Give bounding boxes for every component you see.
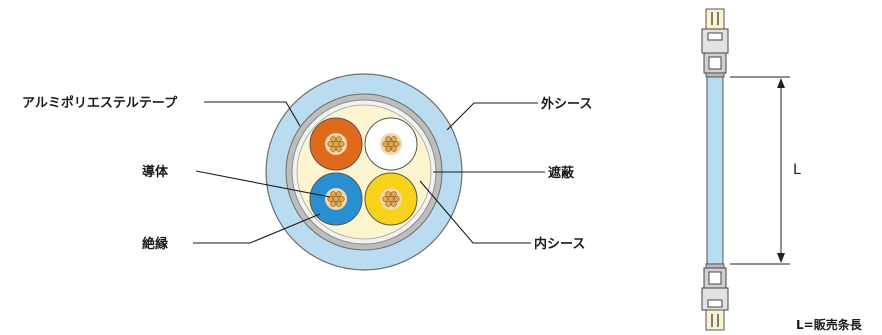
strand (382, 141, 389, 147)
strand (335, 145, 342, 152)
strand (390, 145, 397, 152)
leader-conductor (195, 170, 331, 198)
label-inner-sheath: 内シース (534, 236, 585, 252)
strand (330, 145, 337, 152)
strand (390, 200, 397, 207)
length-note: L=販売条長 (796, 317, 863, 332)
strand (385, 145, 392, 152)
conductor-strands (327, 136, 400, 207)
strand (388, 141, 394, 147)
strand (390, 136, 397, 143)
cable-cross-section-icon (265, 73, 463, 271)
strand (335, 200, 342, 207)
label-outer-sheath: 外シース (540, 96, 592, 112)
strand (338, 196, 345, 202)
strand (327, 196, 334, 202)
strand (393, 196, 400, 202)
length-label: L (793, 162, 801, 178)
strand (385, 200, 392, 207)
top-plug-pins (705, 8, 725, 30)
cable-body (706, 76, 724, 265)
strand (393, 141, 400, 147)
strand (385, 191, 392, 198)
label-shield: 遮蔽 (548, 165, 575, 181)
bottom-plug-pins (705, 309, 725, 331)
length-dimension (730, 76, 790, 265)
leader-inner-sheath (419, 180, 531, 244)
strand (338, 141, 345, 147)
strand (335, 191, 342, 198)
strand (330, 191, 337, 198)
label-insulation: 絶縁 (141, 236, 168, 252)
strand (333, 196, 339, 202)
leader-insulation (193, 213, 321, 244)
cable-with-connectors-icon (701, 8, 729, 331)
strand (330, 200, 337, 207)
strand (385, 136, 392, 143)
label-conductor: 導体 (142, 164, 169, 180)
strand (390, 191, 397, 198)
inner-sheath-fill (296, 104, 432, 240)
leader-aluminum-tape (204, 101, 301, 127)
label-aluminum-tape: アルミポリエステルテープ (22, 95, 178, 111)
strand (382, 196, 389, 202)
strand (333, 141, 339, 147)
strand (327, 141, 334, 147)
strand (330, 136, 337, 143)
leader-outer-sheath (446, 102, 538, 131)
strand (388, 196, 394, 202)
strand (335, 136, 342, 143)
